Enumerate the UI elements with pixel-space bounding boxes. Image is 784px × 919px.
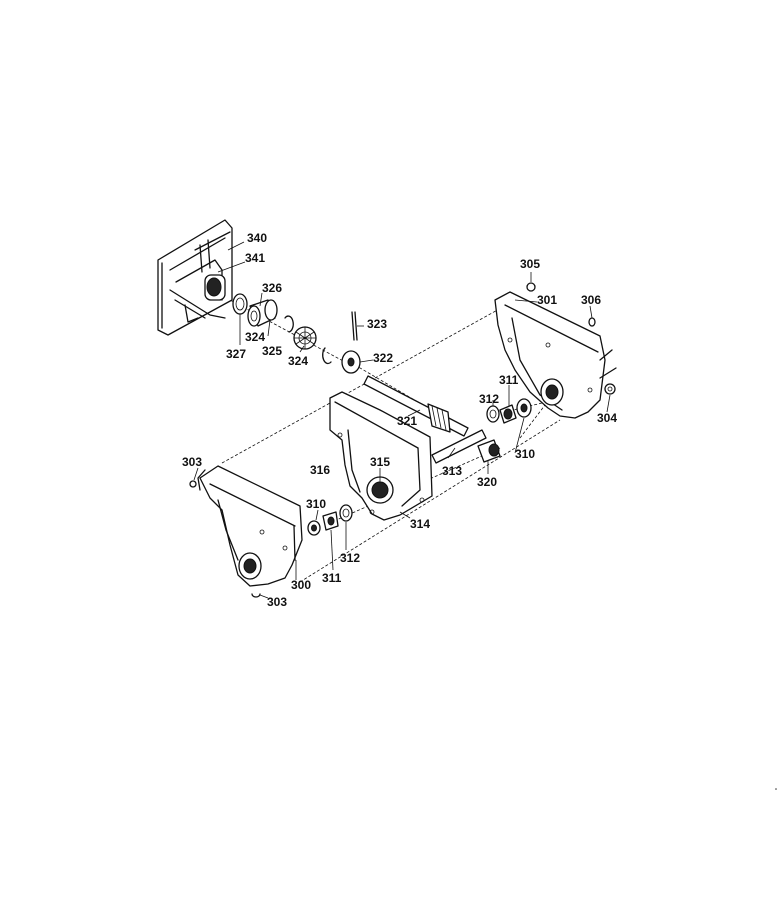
ring-327: [232, 293, 248, 315]
part-labels: 340 341 326 324 327 325 324 323 322 305 …: [182, 231, 617, 609]
washer-312a: [486, 405, 500, 423]
label-304: 304: [597, 411, 617, 425]
label-340: 340: [247, 231, 267, 245]
fitting-303b: [251, 593, 261, 598]
label-310-second: 310: [306, 497, 326, 511]
washer-312b: [339, 504, 353, 522]
label-312-second: 312: [340, 551, 360, 565]
label-300: 300: [291, 578, 311, 592]
label-314: 314: [410, 517, 430, 531]
label-313: 313: [442, 464, 462, 478]
pin-323: [351, 311, 358, 341]
gasket-plate-314: [329, 391, 433, 521]
fitting-303a: [189, 480, 197, 488]
label-323: 323: [367, 317, 387, 331]
label-311-second: 311: [322, 571, 342, 585]
label-301: 301: [537, 293, 557, 307]
leader-lines: [193, 241, 611, 599]
bearing-311b: [322, 511, 339, 531]
shaft-313: [431, 429, 487, 464]
seal-310a: [516, 398, 532, 418]
label-311: 311: [499, 373, 519, 387]
label-324-second: 324: [288, 354, 308, 368]
stray-mark: [775, 788, 777, 790]
fitting-306: [588, 317, 596, 327]
label-325: 325: [262, 344, 282, 358]
bearing-311a: [499, 404, 517, 424]
label-320: 320: [477, 475, 497, 489]
washer-322: [341, 350, 361, 374]
label-310: 310: [515, 447, 535, 461]
bushing-326: [247, 299, 278, 327]
clip-324b: [322, 347, 332, 365]
clip-324a: [284, 315, 294, 333]
gear-housing-301: [494, 291, 617, 419]
label-322: 322: [373, 351, 393, 365]
gear-housing-300: [197, 465, 303, 587]
plug-304: [604, 383, 616, 395]
label-316: 316: [310, 463, 330, 477]
label-303: 303: [182, 455, 202, 469]
chute-bracket-340: [157, 219, 233, 336]
label-306: 306: [581, 293, 601, 307]
gear-325: [293, 326, 317, 350]
bushing-320: [477, 439, 501, 463]
label-326: 326: [262, 281, 282, 295]
label-321: 321: [397, 414, 417, 428]
fitting-305: [526, 282, 536, 292]
label-324: 324: [245, 330, 265, 344]
worm-shaft-321: [363, 375, 469, 437]
label-341: 341: [245, 251, 265, 265]
label-305: 305: [520, 257, 540, 271]
label-327: 327: [226, 347, 246, 361]
seal-310b: [307, 520, 321, 536]
label-315: 315: [370, 455, 390, 469]
label-312: 312: [479, 392, 499, 406]
label-303-second: 303: [267, 595, 287, 609]
